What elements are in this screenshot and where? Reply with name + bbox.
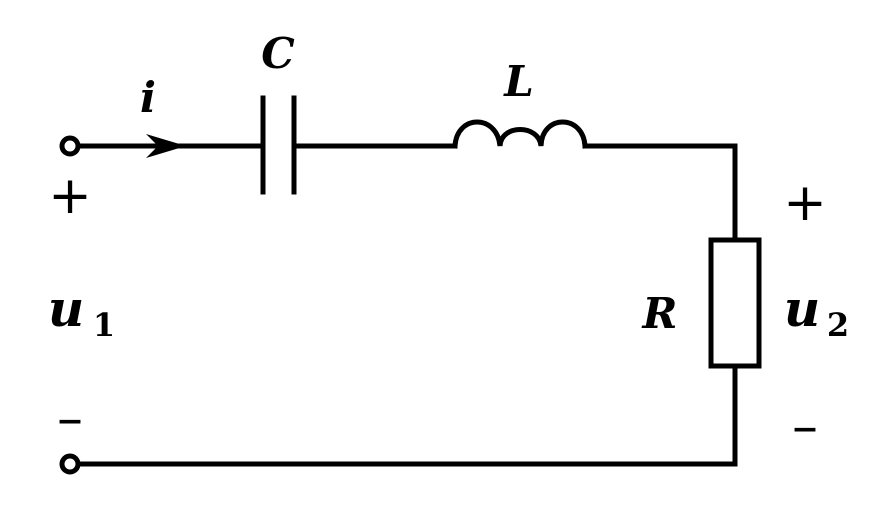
inductor-label: L <box>503 57 534 106</box>
input-plus-sign: + <box>48 166 92 226</box>
current-arrow <box>146 134 186 158</box>
output-plus-sign: + <box>783 173 827 233</box>
capacitor-label: C <box>261 29 295 78</box>
output-voltage-subscript: 2 <box>827 306 849 344</box>
input-voltage-subscript: 1 <box>93 306 115 344</box>
inductor-coil <box>452 119 588 149</box>
resistor-body <box>708 237 762 369</box>
output-voltage-symbol: u <box>784 279 820 338</box>
input-minus-sign: – <box>57 389 83 449</box>
input-terminal-bottom <box>59 453 81 475</box>
current-label: i <box>140 73 156 122</box>
output-minus-sign: – <box>792 397 818 457</box>
resistor-label: R <box>642 289 678 338</box>
input-terminal-top <box>59 135 81 157</box>
input-voltage-symbol: u <box>48 279 84 338</box>
